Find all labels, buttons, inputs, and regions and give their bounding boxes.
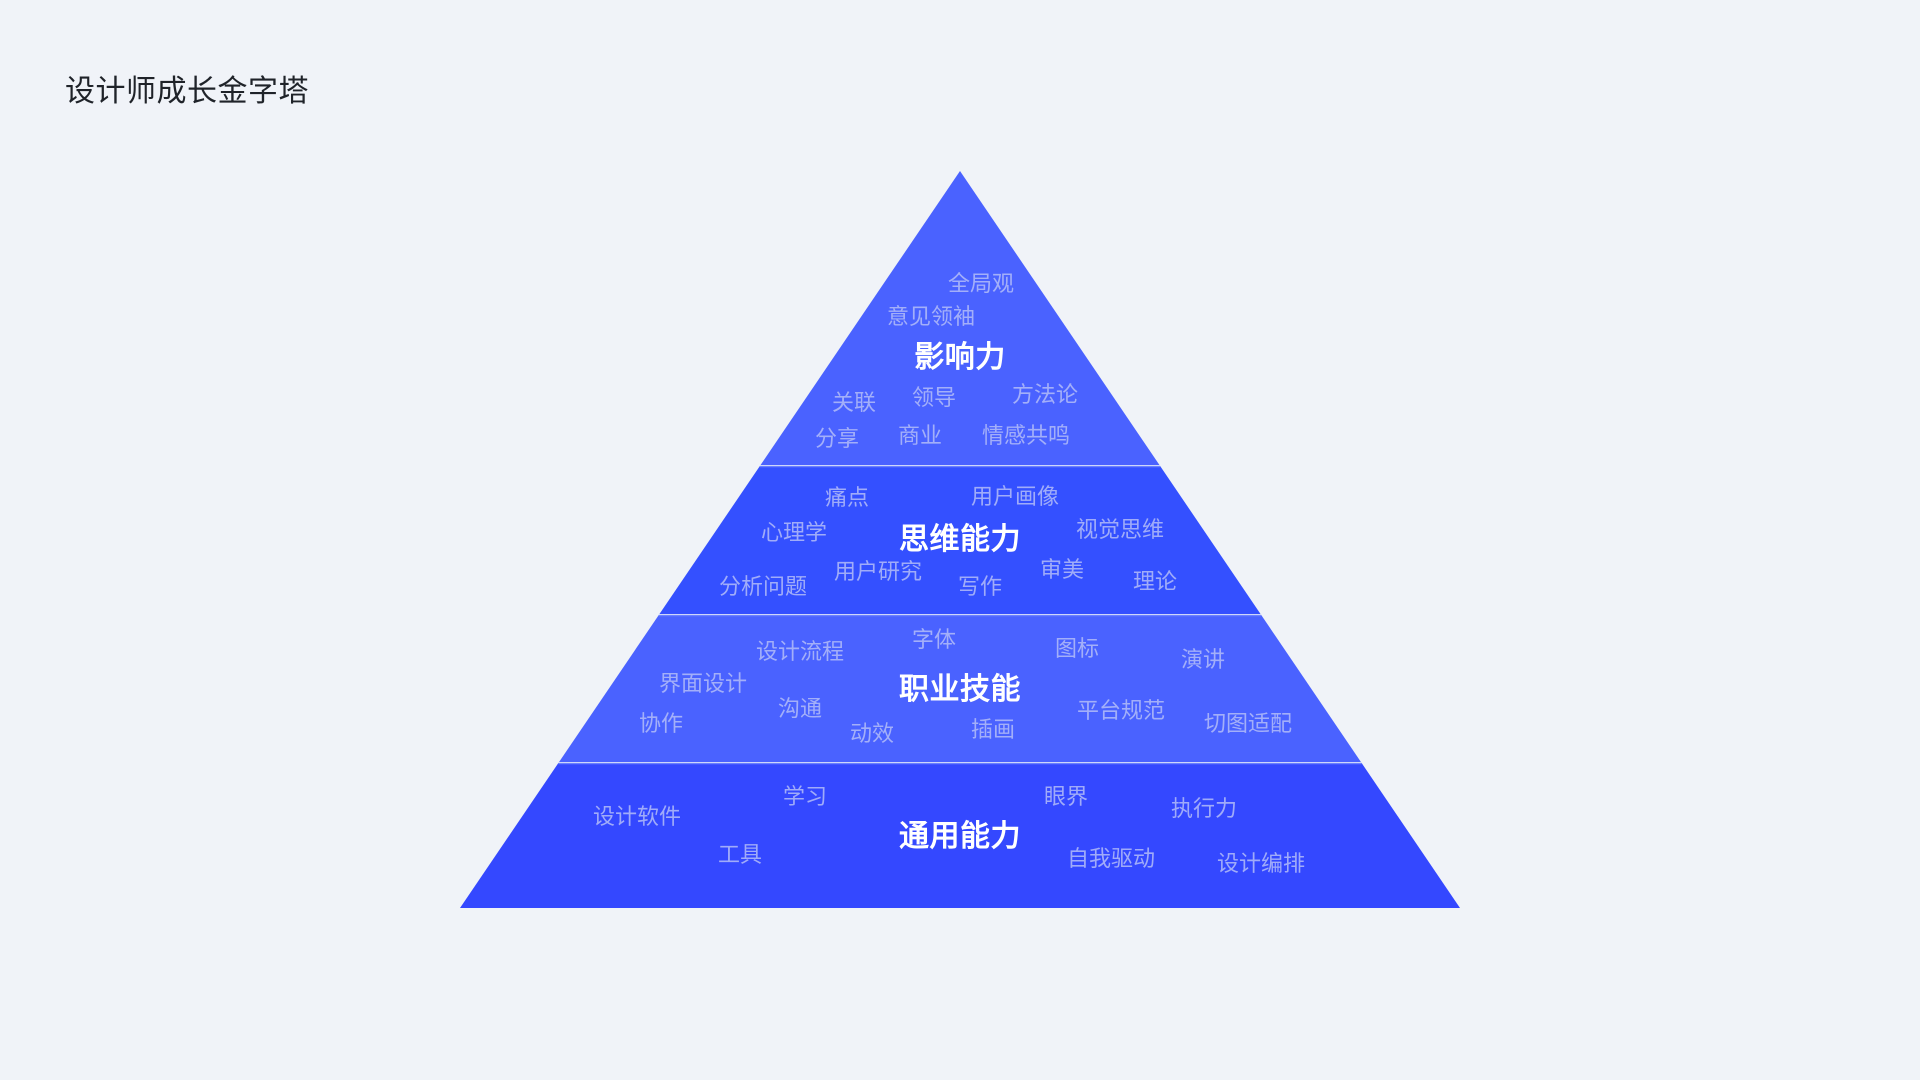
- keyword: 沟通: [777, 697, 823, 722]
- keyword: 协作: [638, 712, 684, 737]
- keyword: 写作: [957, 575, 1003, 600]
- layer-shape-influence: [760, 171, 1160, 465]
- keyword: 方法论: [1011, 383, 1079, 408]
- keyword: 眼界: [1043, 785, 1089, 810]
- keyword: 理论: [1132, 570, 1178, 595]
- keyword: 商业: [897, 424, 943, 449]
- layer-shape-professional: [559, 615, 1361, 762]
- keyword: 设计软件: [592, 805, 682, 830]
- keyword: 切图适配: [1203, 712, 1293, 737]
- keyword: 关联: [831, 391, 877, 416]
- keyword: 执行力: [1170, 797, 1238, 822]
- keyword: 意见领袖: [886, 305, 976, 330]
- keyword: 工具: [717, 843, 763, 868]
- layer-title-influence: 影响力: [914, 340, 1006, 375]
- keyword: 用户画像: [970, 485, 1060, 510]
- keyword: 心理学: [760, 521, 828, 546]
- keyword: 界面设计: [658, 672, 748, 697]
- keyword: 字体: [911, 628, 957, 653]
- layer-shape-general: [460, 763, 1460, 908]
- keyword: 图标: [1054, 637, 1100, 662]
- keyword: 插画: [970, 718, 1016, 743]
- keyword: 领导: [911, 386, 957, 411]
- layer-title-professional: 职业技能: [899, 672, 1021, 707]
- keyword: 平台规范: [1076, 699, 1166, 724]
- keyword: 审美: [1039, 558, 1085, 583]
- keyword: 用户研究: [833, 560, 923, 585]
- layer-shape-thinking: [659, 466, 1261, 614]
- layer-title-thinking: 思维能力: [899, 522, 1021, 557]
- layer-title-general: 通用能力: [899, 819, 1021, 854]
- keyword: 分析问题: [718, 575, 808, 600]
- keyword: 动效: [849, 722, 895, 747]
- keyword: 视觉思维: [1075, 518, 1165, 543]
- keyword: 全局观: [947, 272, 1015, 297]
- keyword: 情感共鸣: [981, 424, 1071, 449]
- keyword: 学习: [782, 785, 828, 810]
- keyword: 痛点: [824, 486, 870, 511]
- keyword: 自我驱动: [1066, 847, 1156, 872]
- keyword: 分享: [814, 427, 860, 452]
- keyword: 设计流程: [755, 640, 845, 665]
- page-title: 设计师成长金字塔: [65, 74, 309, 109]
- keyword: 设计编排: [1216, 852, 1306, 877]
- keyword: 演讲: [1180, 648, 1226, 673]
